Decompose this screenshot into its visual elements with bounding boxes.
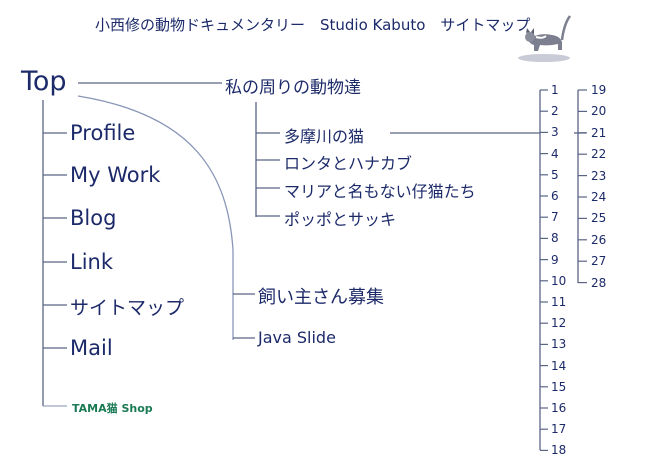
page-number-4[interactable]: 4 bbox=[551, 146, 559, 161]
page-number-16[interactable]: 16 bbox=[551, 401, 567, 415]
animals-link[interactable]: 私の周りの動物達 bbox=[225, 78, 361, 98]
page-number-1[interactable]: 1 bbox=[551, 83, 559, 97]
java-slide-link[interactable]: Java Slide bbox=[258, 328, 336, 347]
maria-kittens-link[interactable]: マリアと名もない仔猫たち bbox=[284, 182, 476, 201]
page-number-6[interactable]: 6 bbox=[551, 189, 559, 203]
top-link[interactable]: Top bbox=[21, 66, 67, 97]
page-number-22[interactable]: 22 bbox=[591, 147, 607, 162]
link-link[interactable]: Link bbox=[70, 250, 114, 274]
page-number-17[interactable]: 17 bbox=[551, 422, 567, 437]
page-number-2[interactable]: 2 bbox=[551, 104, 559, 119]
page-number-18[interactable]: 18 bbox=[551, 443, 567, 458]
page-number-19[interactable]: 19 bbox=[591, 83, 607, 97]
owner-wanted-link[interactable]: 飼い主さん募集 bbox=[258, 287, 384, 308]
ronta-hanakabu-link[interactable]: ロンタとハナカブ bbox=[284, 154, 413, 173]
page-number-11[interactable]: 11 bbox=[551, 295, 567, 309]
page-number-14[interactable]: 14 bbox=[551, 358, 567, 373]
page-number-27[interactable]: 27 bbox=[591, 254, 607, 269]
page-number-21[interactable]: 21 bbox=[591, 125, 607, 140]
page-number-8[interactable]: 8 bbox=[551, 231, 559, 246]
page-number-5[interactable]: 5 bbox=[551, 167, 559, 182]
page-number-7[interactable]: 7 bbox=[551, 210, 559, 225]
profile-link[interactable]: Profile bbox=[70, 121, 136, 145]
mail-link[interactable]: Mail bbox=[70, 336, 113, 360]
tama-shop-link[interactable]: TAMA猫 Shop bbox=[72, 402, 153, 415]
page-number-12[interactable]: 12 bbox=[551, 316, 567, 331]
page-number-10[interactable]: 10 bbox=[551, 273, 567, 288]
page-number-23[interactable]: 23 bbox=[591, 168, 607, 183]
page-number-28[interactable]: 28 bbox=[591, 275, 607, 290]
cat-illustration-icon bbox=[518, 15, 572, 62]
page-number-20[interactable]: 20 bbox=[591, 104, 607, 119]
page-title: 小西修の動物ドキュメンタリー Studio Kabuto サイトマップ bbox=[95, 16, 531, 34]
page-number-26[interactable]: 26 bbox=[591, 232, 607, 247]
page-number-15[interactable]: 15 bbox=[551, 379, 567, 394]
poppo-sakki-link[interactable]: ポッポとサッキ bbox=[284, 210, 397, 229]
page-number-13[interactable]: 13 bbox=[551, 337, 567, 352]
page-number-25[interactable]: 25 bbox=[591, 211, 607, 226]
sitemap-link[interactable]: サイトマップ bbox=[70, 297, 185, 319]
blog-link[interactable]: Blog bbox=[70, 206, 117, 230]
page-number-9[interactable]: 9 bbox=[551, 252, 559, 267]
page-number-3[interactable]: 3 bbox=[551, 125, 559, 140]
page-number-24[interactable]: 24 bbox=[591, 190, 607, 204]
my-work-link[interactable]: My Work bbox=[70, 163, 161, 187]
tamagawa-cats-link[interactable]: 多摩川の猫 bbox=[284, 127, 365, 146]
